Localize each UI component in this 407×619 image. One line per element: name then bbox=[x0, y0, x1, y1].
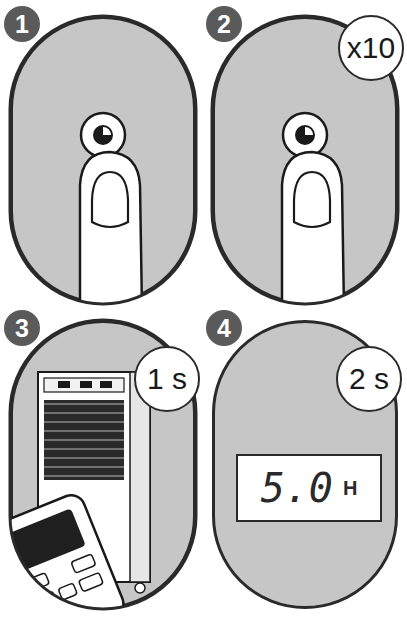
press-button bbox=[283, 113, 327, 157]
step-number: 2 bbox=[206, 6, 242, 42]
finger bbox=[80, 152, 142, 304]
count-badge: 1 s bbox=[134, 346, 200, 412]
stadium-outline bbox=[10, 16, 196, 304]
step-number: 1 bbox=[4, 6, 40, 42]
step-panel: 2x10 bbox=[212, 16, 398, 304]
finger bbox=[282, 152, 344, 304]
step-panel: 31 s bbox=[10, 320, 196, 609]
count-badge: 2 s bbox=[336, 346, 402, 412]
press-button bbox=[81, 113, 125, 157]
step-panel: 1 bbox=[10, 16, 196, 304]
step-panel: 42 s5.0H bbox=[212, 320, 398, 609]
air-conditioner bbox=[10, 372, 150, 609]
remote-control bbox=[10, 491, 128, 609]
step-number: 3 bbox=[4, 310, 40, 346]
count-badge: x10 bbox=[338, 15, 404, 81]
step-number: 4 bbox=[206, 310, 242, 346]
count-label: 2 s bbox=[349, 362, 389, 396]
count-label: x10 bbox=[347, 31, 395, 65]
count-label: 1 s bbox=[147, 362, 187, 396]
lcd-unit: H bbox=[343, 477, 357, 500]
lcd-value: 5.0 bbox=[261, 465, 333, 511]
lcd-display: 5.0 H bbox=[236, 454, 382, 522]
